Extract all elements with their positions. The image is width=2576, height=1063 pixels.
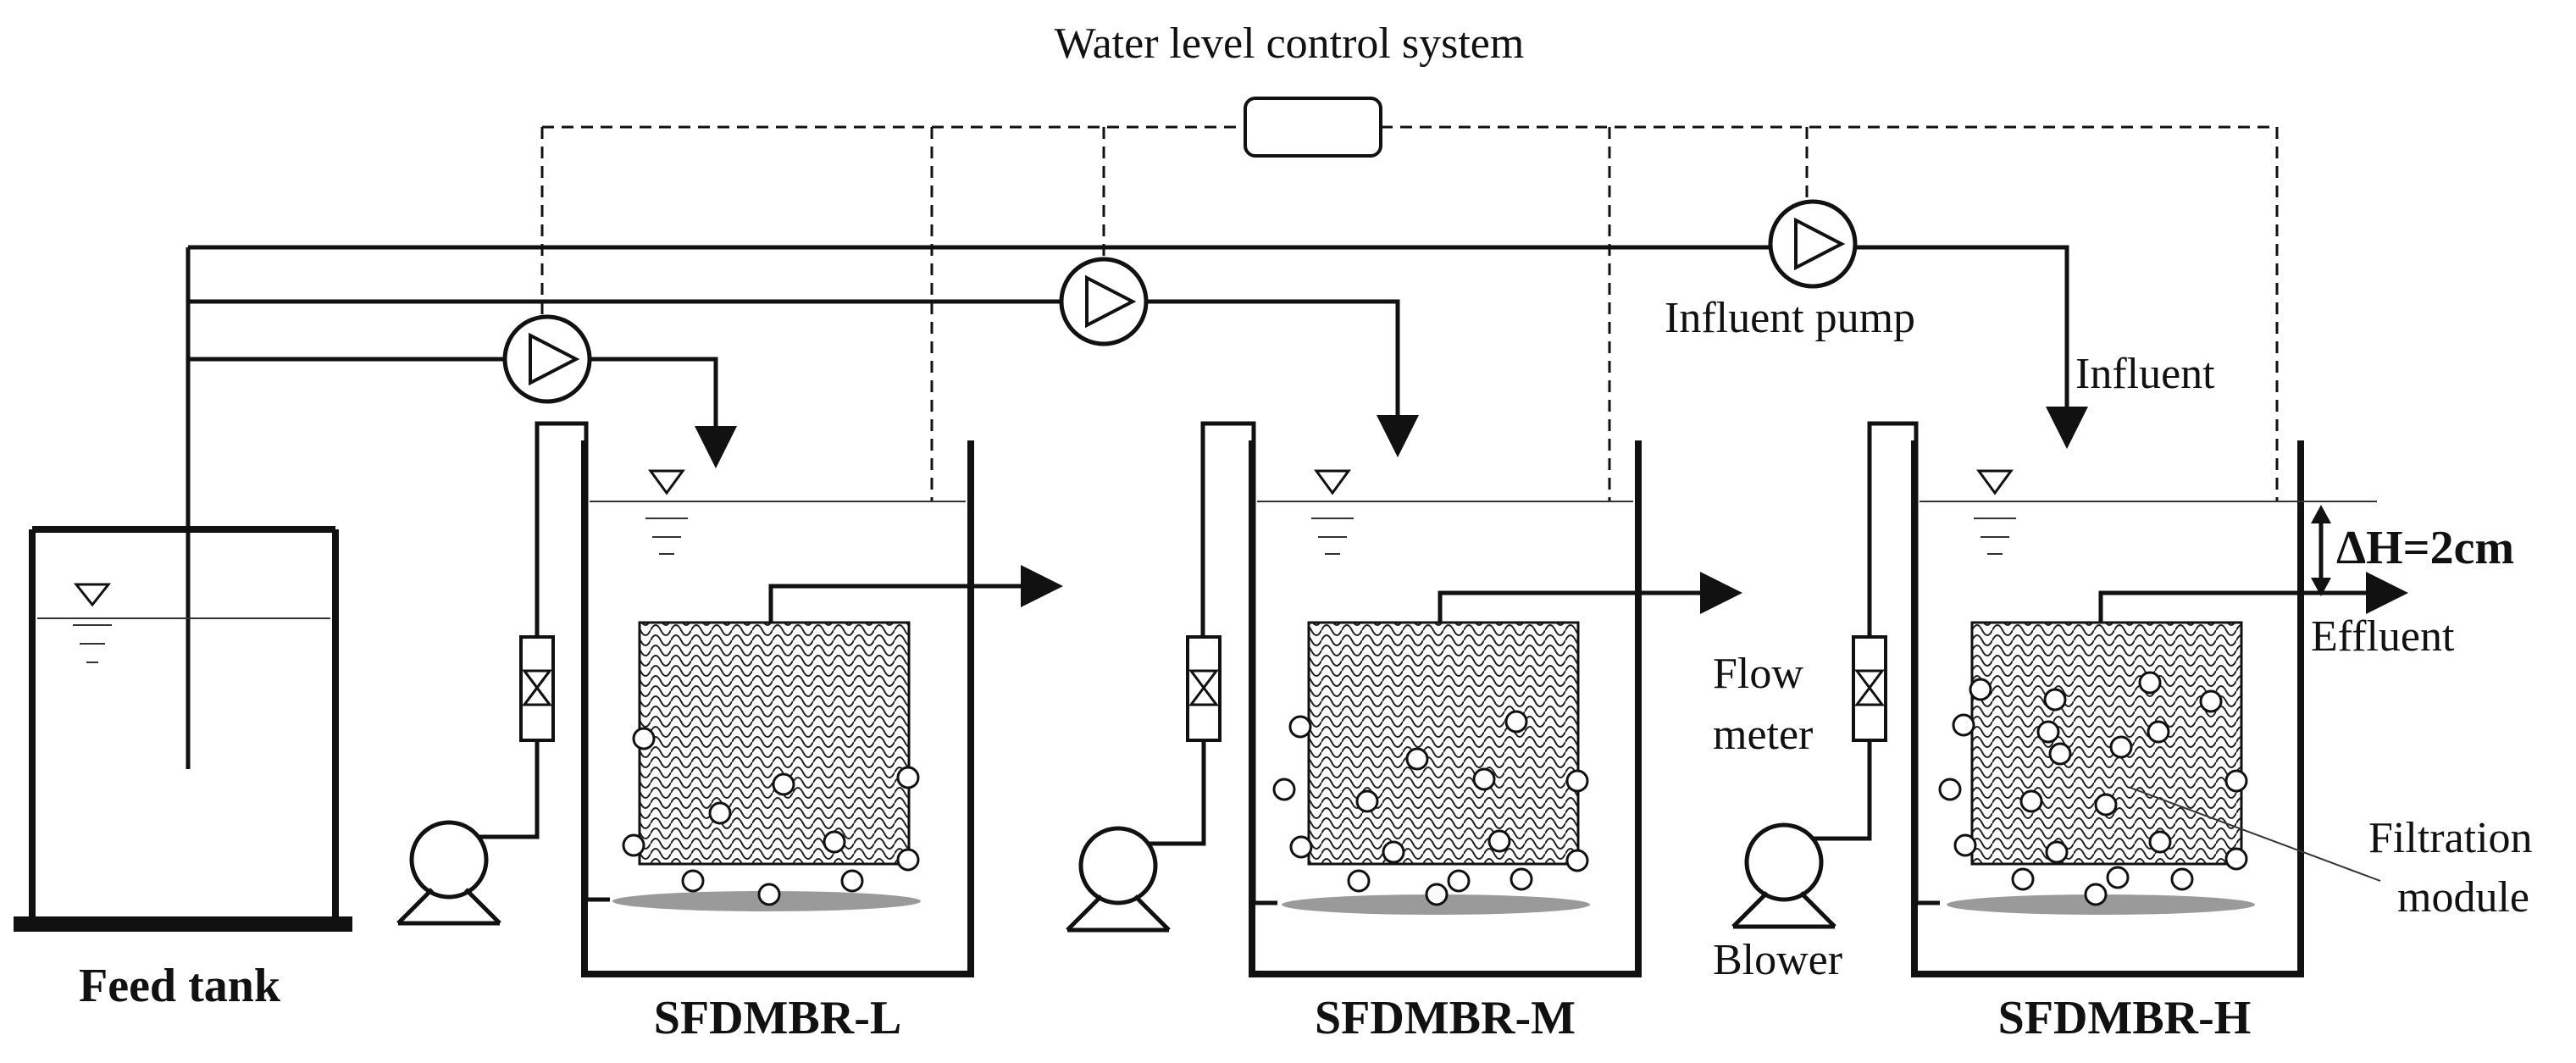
reactor-m-label: SFDMBR-M <box>1315 992 1576 1044</box>
bubbles-m <box>1272 710 1589 906</box>
filtration-callout-line <box>2130 787 2381 882</box>
influent-pipes <box>186 245 2088 769</box>
feed-tank-label: Feed tank <box>79 960 281 1012</box>
blower-l <box>396 820 501 926</box>
blower-label: Blower <box>1713 936 1842 984</box>
filtration-module-h <box>1970 621 2243 866</box>
reactor-l-label: SFDMBR-L <box>654 992 901 1044</box>
flow-meter-label-line1: Flow <box>1713 650 1803 698</box>
filtration-label-line2: module <box>2397 873 2529 922</box>
reactor-h <box>1731 421 2408 977</box>
reactor-h-label: SFDMBR-H <box>1998 992 2252 1044</box>
reactor-l <box>396 421 1063 977</box>
reactor-m <box>1066 421 1742 977</box>
bubbles-l <box>622 727 920 906</box>
influent-pump-1 <box>502 314 592 404</box>
blower-h <box>1731 822 1836 929</box>
influent-pump-2 <box>1059 257 1149 346</box>
influent-pump-3 <box>1768 199 1858 289</box>
delta-h-indicator <box>2311 505 2331 596</box>
control-signal-lines <box>540 125 2279 501</box>
influent-label: Influent <box>2075 350 2215 398</box>
filtration-label-line1: Filtration <box>2368 814 2533 862</box>
control-system-box <box>1244 97 1382 158</box>
control-system-label: Water level control system <box>1055 19 1525 68</box>
feed-tank <box>14 526 352 932</box>
filtration-module-m <box>1307 621 1580 866</box>
effluent-label: Effluent <box>2311 612 2455 661</box>
delta-h-label: ΔH=2cm <box>2336 522 2514 574</box>
influent-pump-label: Influent pump <box>1665 294 1915 342</box>
filtration-module-l <box>638 621 911 866</box>
blower-m <box>1066 826 1171 933</box>
flow-meter-label-line2: meter <box>1713 711 1813 759</box>
bubbles-h <box>1938 671 2248 906</box>
